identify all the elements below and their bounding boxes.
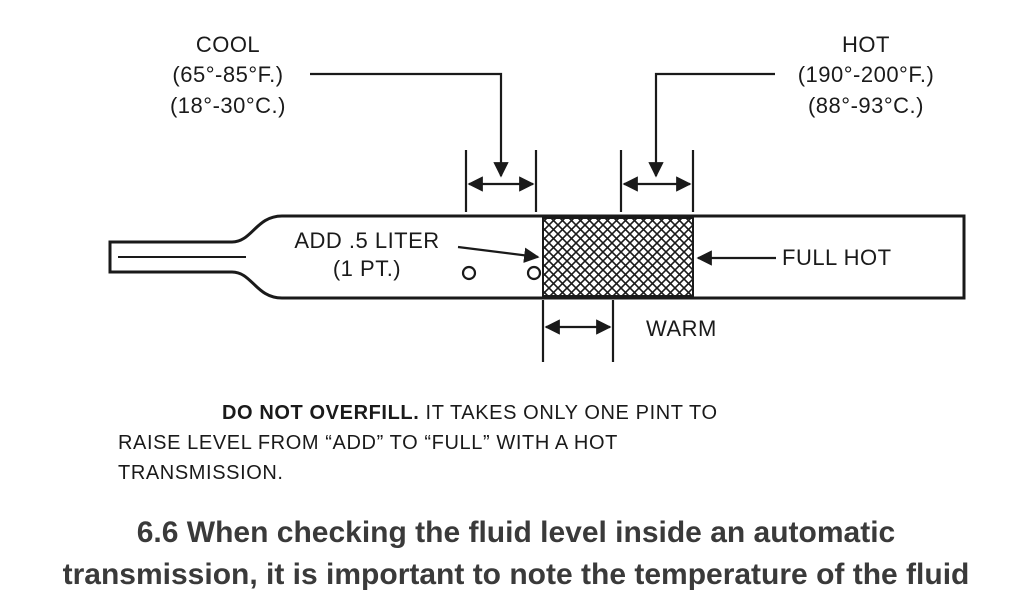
full-hot-label: FULL HOT xyxy=(782,245,892,270)
hot-fahrenheit: (190°-200°F.) xyxy=(798,62,935,87)
note-line1-rest: IT TAKES ONLY ONE PINT TO xyxy=(419,402,718,424)
hot-celsius: (88°-93°C.) xyxy=(808,93,924,118)
cool-fahrenheit: (65°-85°F.) xyxy=(172,62,283,87)
add-label-line2: (1 PT.) xyxy=(333,256,401,281)
warm-range-bracket xyxy=(541,300,615,362)
cool-leader-line xyxy=(310,72,509,178)
warm-label: WARM xyxy=(646,316,717,341)
note-line1: DO NOT OVERFILL. IT TAKES ONLY ONE PINT … xyxy=(222,398,718,428)
figure-caption-line2: transmission, it is important to note th… xyxy=(62,558,970,591)
note-emphasis: DO NOT OVERFILL. xyxy=(222,402,420,424)
crosshatch-range xyxy=(542,217,694,297)
cool-range-bracket xyxy=(464,150,538,212)
add-arrow xyxy=(457,245,540,263)
cool-celsius: (18°-30°C.) xyxy=(170,93,286,118)
add-mark-hole xyxy=(526,265,542,281)
hot-title: HOT xyxy=(842,32,890,57)
add-mark-hole xyxy=(461,265,477,281)
add-label-line1: ADD .5 LITER xyxy=(294,228,439,253)
note-line3: TRANSMISSION. xyxy=(118,462,284,484)
note-line2: RAISE LEVEL FROM “ADD” TO “FULL” WITH A … xyxy=(118,432,618,454)
hot-range-bracket xyxy=(619,150,695,212)
cool-title: COOL xyxy=(196,32,260,57)
figure-caption-line1: 6.6 When checking the fluid level inside… xyxy=(136,516,896,549)
hot-leader-line xyxy=(648,72,775,178)
